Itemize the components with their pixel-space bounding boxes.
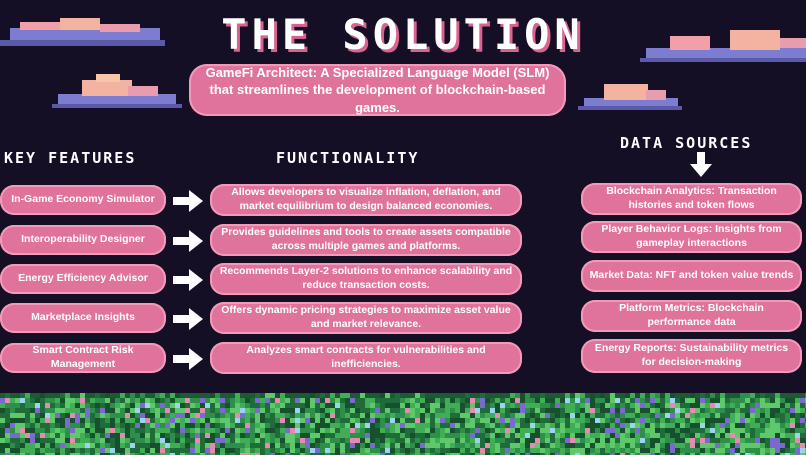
cloud-top-right xyxy=(640,30,806,62)
feature-pill: Energy Efficiency Advisor xyxy=(0,264,166,294)
data-source-pill: Energy Reports: Sustainability metrics f… xyxy=(581,339,802,373)
cloud-right xyxy=(578,84,682,110)
functionality-pill: Analyzes smart contracts for vulnerabili… xyxy=(210,342,522,374)
data-sources-heading: DATA SOURCES xyxy=(620,134,753,152)
data-source-pill: Market Data: NFT and token value trends xyxy=(581,260,802,292)
feature-pill: Smart Contract Risk Management xyxy=(0,343,166,373)
functionality-heading: FUNCTIONALITY xyxy=(276,149,420,167)
right-arrow-icon xyxy=(173,269,203,291)
feature-pill: Marketplace Insights xyxy=(0,303,166,333)
functionality-pill: Recommends Layer-2 solutions to enhance … xyxy=(210,263,522,295)
functionality-pill: Allows developers to visualize inflation… xyxy=(210,184,522,216)
page-title: THE SOLUTION xyxy=(221,10,585,59)
subtitle-box: GameFi Architect: A Specialized Language… xyxy=(189,64,566,116)
data-source-pill: Blockchain Analytics: Transaction histor… xyxy=(581,183,802,215)
functionality-pill: Provides guidelines and tools to create … xyxy=(210,224,522,256)
pixel-grass xyxy=(0,393,806,455)
data-source-pill: Platform Metrics: Blockchain performance… xyxy=(581,300,802,332)
cloud-top-left xyxy=(0,18,165,46)
data-source-pill: Player Behavior Logs: Insights from game… xyxy=(581,221,802,253)
right-arrow-icon xyxy=(173,230,203,252)
right-arrow-icon xyxy=(173,190,203,212)
functionality-pill: Offers dynamic pricing strategies to max… xyxy=(210,302,522,334)
right-arrow-icon xyxy=(173,348,203,370)
right-arrow-icon xyxy=(173,308,203,330)
feature-pill: Interoperability Designer xyxy=(0,225,166,255)
feature-pill: In-Game Economy Simulator xyxy=(0,185,166,215)
key-features-heading: KEY FEATURES xyxy=(4,149,137,167)
cloud-left xyxy=(52,74,182,108)
down-arrow-icon xyxy=(690,152,712,177)
